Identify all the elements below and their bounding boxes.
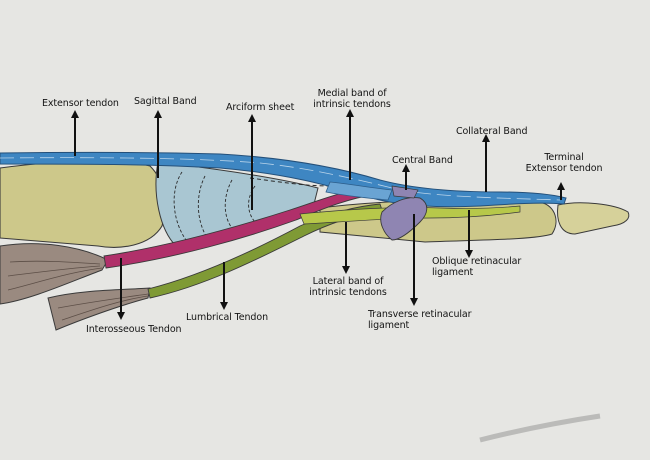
label-oblique-retinacular-ligament: Oblique retinacular ligament [432, 256, 522, 278]
paper-shadow [479, 413, 601, 443]
label-transverse-retinacular-ligament: Transverse retinacular ligament [368, 309, 472, 331]
label-extensor-tendon: Extensor tendon [42, 98, 119, 109]
label-collateral-band: Collateral Band [456, 126, 528, 137]
muscle-fibers-1 [7, 260, 103, 291]
retinacular-ligament-shape [380, 197, 428, 241]
arciform-dashed-line [249, 177, 331, 187]
muscle-fibers-2 [57, 293, 149, 321]
arciform-sheet-dashes [173, 171, 256, 241]
label-medial-band: Medial band of intrinsic tendons [313, 88, 391, 110]
label-lumbrical-tendon: Lumbrical Tendon [186, 312, 268, 323]
proximal-phalanx-bone [0, 160, 166, 248]
distal-phalanx-bone [557, 202, 630, 235]
label-arciform-sheet: Arciform sheet [226, 102, 295, 113]
extensor-tendon-fibers [0, 157, 561, 201]
label-lateral-band: Lateral band of intrinsic tendons [309, 276, 387, 298]
label-terminal-extensor-tendon: Terminal Extensor tendon [525, 152, 603, 174]
label-central-band: Central Band [392, 155, 453, 166]
label-sagittal-band: Sagittal Band [134, 96, 197, 107]
medial-band-shape [325, 181, 393, 201]
label-interosseous-tendon: Interosseous Tendon [86, 324, 182, 335]
interosseous-muscle [0, 243, 109, 305]
central-band-tip [391, 185, 419, 199]
